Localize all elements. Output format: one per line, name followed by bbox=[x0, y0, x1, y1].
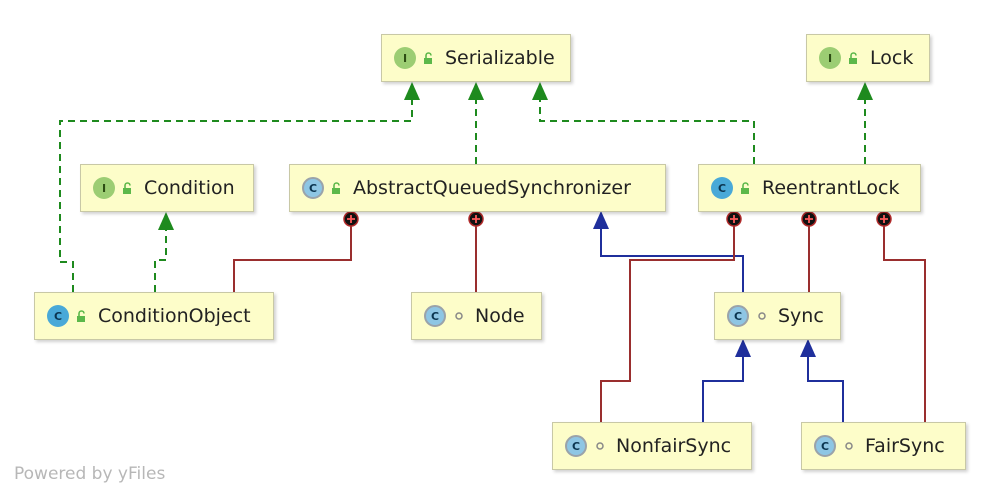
class-label: AbstractQueuedSynchronizer bbox=[353, 176, 631, 199]
class-node-fair-sync[interactable]: C FairSync bbox=[801, 422, 966, 470]
class-node-aqs[interactable]: C AbstractQueuedSynchronizer bbox=[289, 164, 666, 212]
inner-class-edges bbox=[233, 226, 926, 422]
class-label: Sync bbox=[778, 304, 824, 327]
class-label: NonfairSync bbox=[616, 434, 732, 457]
class-icon: C bbox=[711, 177, 733, 199]
public-lock-icon bbox=[121, 181, 135, 195]
edge-sync-aqs bbox=[600, 229, 744, 292]
implements-edges bbox=[59, 100, 866, 292]
arrowhead-condition bbox=[158, 212, 174, 230]
edge-reentrant-lock-nonfair bbox=[600, 226, 735, 422]
public-lock-icon bbox=[847, 51, 861, 65]
interface-icon: I bbox=[394, 47, 416, 69]
class-node-node[interactable]: C Node bbox=[411, 292, 542, 340]
package-private-icon bbox=[593, 439, 607, 453]
package-private-icon bbox=[842, 439, 856, 453]
implements-arrowheads bbox=[158, 82, 873, 230]
public-lock-icon bbox=[330, 181, 344, 195]
powered-by-footer: Powered by yFiles bbox=[14, 464, 166, 484]
public-lock-icon bbox=[739, 181, 753, 195]
class-node-serializable[interactable]: I Serializable bbox=[381, 34, 571, 82]
edge-condition-object-serializable bbox=[59, 100, 413, 292]
class-node-reentrant-lock[interactable]: C ReentrantLock bbox=[698, 164, 921, 212]
class-icon: C bbox=[47, 305, 69, 327]
public-lock-icon bbox=[75, 309, 89, 323]
arrowhead-serializable-left bbox=[404, 82, 420, 100]
class-node-sync[interactable]: C Sync bbox=[714, 292, 841, 340]
class-label: Node bbox=[475, 304, 525, 327]
extends-arrowheads bbox=[593, 211, 816, 357]
class-icon: C bbox=[424, 305, 446, 327]
edge-condition-object-condition bbox=[154, 230, 167, 292]
class-label: FairSync bbox=[865, 434, 945, 457]
arrowhead-serializable-mid bbox=[468, 82, 484, 100]
inner-marker-rl-1 bbox=[726, 211, 742, 227]
edge-aqs-condition-object bbox=[233, 226, 352, 292]
class-node-condition[interactable]: I Condition bbox=[80, 164, 254, 212]
package-private-icon bbox=[452, 309, 466, 323]
class-label: ConditionObject bbox=[98, 304, 251, 327]
arrowhead-lock bbox=[857, 82, 873, 100]
class-label: ReentrantLock bbox=[762, 176, 900, 199]
interface-icon: I bbox=[93, 177, 115, 199]
class-icon: C bbox=[814, 435, 836, 457]
inner-marker-rl-2 bbox=[801, 211, 817, 227]
extends-edges bbox=[600, 229, 844, 422]
arrowhead-sync-left bbox=[735, 339, 751, 357]
class-label: Serializable bbox=[445, 46, 555, 69]
arrowhead-aqs bbox=[593, 211, 609, 229]
abstract-class-icon: C bbox=[302, 177, 324, 199]
class-node-nonfair-sync[interactable]: C NonfairSync bbox=[552, 422, 752, 470]
interface-icon: I bbox=[819, 47, 841, 69]
class-label: Condition bbox=[144, 176, 235, 199]
edge-fair-sync bbox=[807, 357, 844, 422]
class-node-condition-object[interactable]: C ConditionObject bbox=[34, 292, 274, 340]
inner-marker-aqs-2 bbox=[468, 211, 484, 227]
class-label: Lock bbox=[870, 46, 914, 69]
edge-reentrant-lock-serializable bbox=[539, 100, 755, 164]
inner-marker-aqs-1 bbox=[343, 211, 359, 227]
abstract-class-icon: C bbox=[727, 305, 749, 327]
class-node-lock[interactable]: I Lock bbox=[806, 34, 930, 82]
package-private-icon bbox=[755, 309, 769, 323]
edge-reentrant-lock-fair bbox=[883, 226, 926, 422]
class-icon: C bbox=[565, 435, 587, 457]
inner-marker-rl-3 bbox=[876, 211, 892, 227]
public-lock-icon bbox=[422, 51, 436, 65]
arrowhead-serializable-right bbox=[532, 82, 548, 100]
edge-nonfair-sync bbox=[702, 357, 744, 422]
arrowhead-sync-right bbox=[800, 339, 816, 357]
inner-class-markers bbox=[343, 211, 892, 227]
